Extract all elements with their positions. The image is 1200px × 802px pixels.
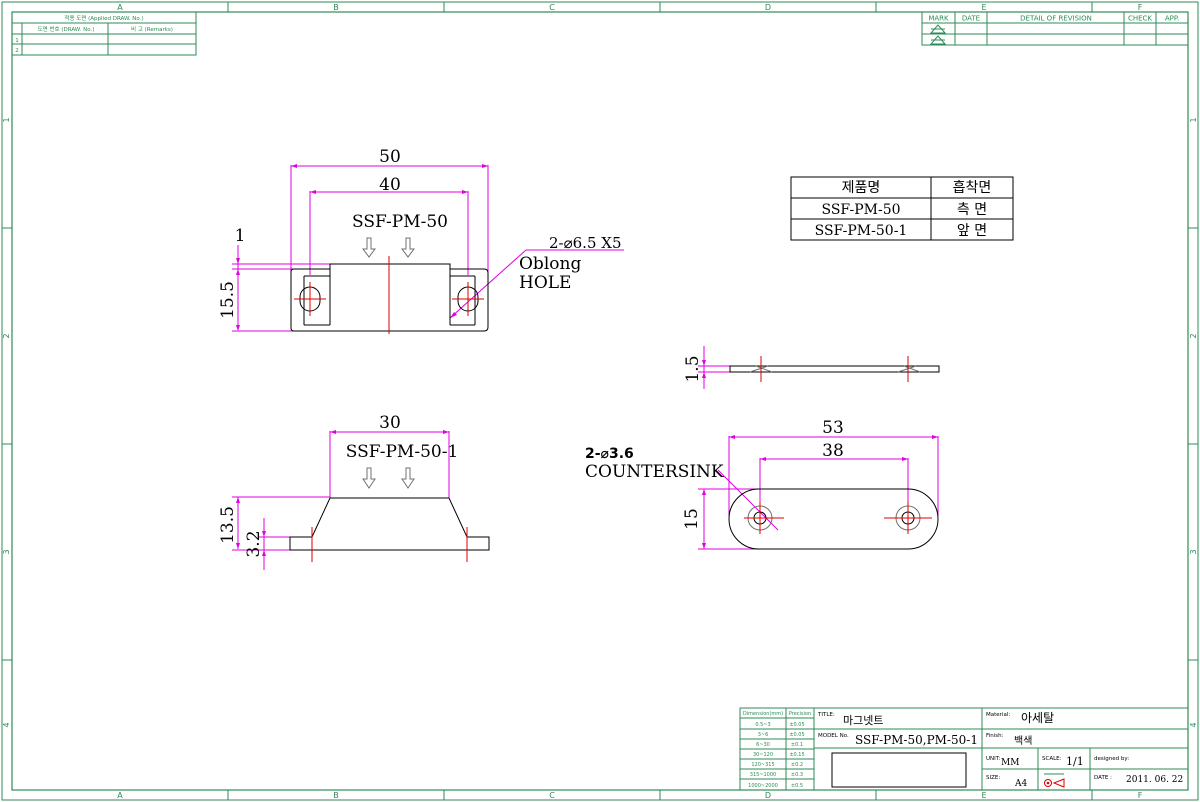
hole-note-oblong: Oblong xyxy=(519,254,581,274)
col-label-d-bottom: D xyxy=(765,791,771,800)
col-label-a-bottom: A xyxy=(117,791,123,800)
col-label-d-top: D xyxy=(765,3,771,12)
tolerance-r6-prec: ±0.3 xyxy=(791,772,803,778)
row-label-4-left: 4 xyxy=(2,722,11,727)
tolerance-r2-dim: 3~6 xyxy=(758,732,769,738)
title-value: 마그넷트 xyxy=(843,714,883,727)
revision-col-check: CHECK xyxy=(1128,15,1152,23)
revision-col-app: APP. xyxy=(1165,15,1179,23)
dim-height-15: 15 xyxy=(682,508,702,530)
scale-label: SCALE: xyxy=(1042,756,1062,762)
col-label-e-top: E xyxy=(981,3,986,12)
revision-col-date: DATE xyxy=(962,15,980,23)
row-label-3-left: 3 xyxy=(2,549,11,554)
dim-thickness-1-5: 1.5 xyxy=(683,355,703,382)
row-label-2-right: 2 xyxy=(1189,333,1198,338)
view-plate-top: 53 38 15 COUNTERSINK 2-⌀3.6 xyxy=(585,418,939,550)
tolerance-r7-prec: ±0.5 xyxy=(791,783,803,789)
projection-symbol-icon xyxy=(1044,773,1065,788)
applied-table-row-1: 1 xyxy=(15,38,19,44)
tolerance-r1-dim: 0.5~3 xyxy=(755,722,770,728)
dim-overall-50: 50 xyxy=(379,147,401,167)
row-label-3-right: 3 xyxy=(1189,549,1198,554)
tolerance-r2-prec: ±0.05 xyxy=(789,732,804,738)
applied-drawing-table: 적용 도면 (Applied DRAW. No.) 도면 번호 (DRAW. N… xyxy=(11,11,197,56)
date-value: 2011. 06. 22 xyxy=(1126,775,1183,785)
tolerance-r4-prec: ±0.15 xyxy=(789,752,804,758)
model-value: SSF-PM-50,PM-50-1 xyxy=(855,733,978,747)
dim-holes-40: 40 xyxy=(379,175,401,195)
col-label-a-top: A xyxy=(117,3,123,12)
tolerance-r5-dim: 120~315 xyxy=(751,762,774,768)
col-label-b-bottom: B xyxy=(333,791,339,800)
date-label: DATE : xyxy=(1094,775,1112,781)
unit-value: MM xyxy=(1001,758,1019,768)
view-ssf-pm-50-1: 30 SSF-PM-50-1 13.5 3.2 xyxy=(218,413,490,570)
tolerance-r6-dim: 315~1000 xyxy=(750,772,776,778)
row-label-1-left: 1 xyxy=(2,117,11,122)
tolerance-r3-dim: 6~30 xyxy=(756,742,770,748)
material-label: Material: xyxy=(986,712,1010,718)
product-table: 제품명 흡착면 SSF-PM-50 측 면 SSF-PM-50-1 앞 면 xyxy=(790,176,1014,241)
applied-table-col-remarks: 비 고 (Remarks) xyxy=(131,25,173,33)
col-label-f-bottom: F xyxy=(1138,791,1143,800)
countersink-note-size: 2-⌀3.6 xyxy=(585,446,634,462)
applied-table-col-drawno: 도면 번호 (DRAW. No.) xyxy=(38,25,95,33)
dim-overall-53: 53 xyxy=(822,418,844,438)
applied-table-header: 적용 도면 (Applied DRAW. No.) xyxy=(64,14,143,22)
revision-col-mark: MARK xyxy=(928,15,949,23)
dim-height-13-5: 13.5 xyxy=(218,506,238,544)
col-label-f-top: F xyxy=(1138,3,1143,12)
finish-label: Finish: xyxy=(986,733,1004,739)
product-table-r2-face: 앞 면 xyxy=(957,223,987,239)
finish-value: 백색 xyxy=(1014,735,1032,747)
product-table-header-name: 제품명 xyxy=(842,180,881,196)
dim-holes-38: 38 xyxy=(822,441,844,461)
applied-table-row-2: 2 xyxy=(15,48,19,54)
product-table-header-face: 흡착면 xyxy=(953,180,992,196)
col-label-c-top: C xyxy=(549,3,555,12)
designed-label: designed by: xyxy=(1094,756,1129,762)
revision-col-detail: DETAIL OF REVISION xyxy=(1020,15,1092,23)
dim-flange-3-2: 3.2 xyxy=(244,530,264,557)
view-ssf-pm-50: 50 40 1 15.5 SSF-PM-50 Oblong HOLE 2-⌀6.… xyxy=(218,147,624,334)
title-label: TITLE: xyxy=(817,712,835,718)
tolerance-r1-prec: ±0.05 xyxy=(789,722,804,728)
dim-thickness-1: 1 xyxy=(235,226,246,246)
tolerance-header-precision: Precision xyxy=(789,711,811,717)
dim-top-30: 30 xyxy=(379,413,401,433)
hole-note-oblong-size: 2-⌀6.5 X5 xyxy=(549,234,622,252)
product-table-r2-name: SSF-PM-50-1 xyxy=(815,223,908,239)
dim-height-15-5: 15.5 xyxy=(218,281,238,319)
row-label-2-left: 2 xyxy=(2,333,11,338)
col-label-c-bottom: C xyxy=(549,791,555,800)
row-label-1-right: 1 xyxy=(1189,117,1198,122)
size-label: SIZE: xyxy=(986,775,1000,781)
tolerance-r5-prec: ±0.2 xyxy=(791,762,803,768)
tolerance-r3-prec: ±0.1 xyxy=(791,742,803,748)
model-label: MODEL No. xyxy=(818,733,849,739)
product-table-r1-name: SSF-PM-50 xyxy=(821,202,900,218)
countersink-note-label: COUNTERSINK xyxy=(585,462,724,482)
view1-model-label: SSF-PM-50 xyxy=(352,212,448,232)
row-label-4-right: 4 xyxy=(1189,722,1198,727)
hole-note-hole: HOLE xyxy=(519,273,571,293)
product-table-r1-face: 측 면 xyxy=(957,202,987,218)
tolerance-r4-dim: 30~120 xyxy=(753,752,773,758)
material-value: 아세탈 xyxy=(1021,711,1054,725)
tolerance-r7-dim: 1000~2000 xyxy=(748,783,778,789)
view-plate-side: 1.5 xyxy=(683,346,940,389)
view2-model-label: SSF-PM-50-1 xyxy=(346,442,459,462)
col-label-b-top: B xyxy=(333,3,339,12)
revision-table: MARK DATE DETAIL OF REVISION CHECK APP. xyxy=(921,11,1189,46)
tolerance-header-dimension: Dimension(mm) xyxy=(743,711,783,717)
unit-label: UNIT: xyxy=(986,756,1001,762)
col-label-e-bottom: E xyxy=(981,791,986,800)
size-value: A4 xyxy=(1014,779,1027,789)
title-block: Dimension(mm) Precision 0.5~3 ±0.05 3~6 … xyxy=(739,707,1189,791)
scale-value: 1/1 xyxy=(1066,755,1084,768)
